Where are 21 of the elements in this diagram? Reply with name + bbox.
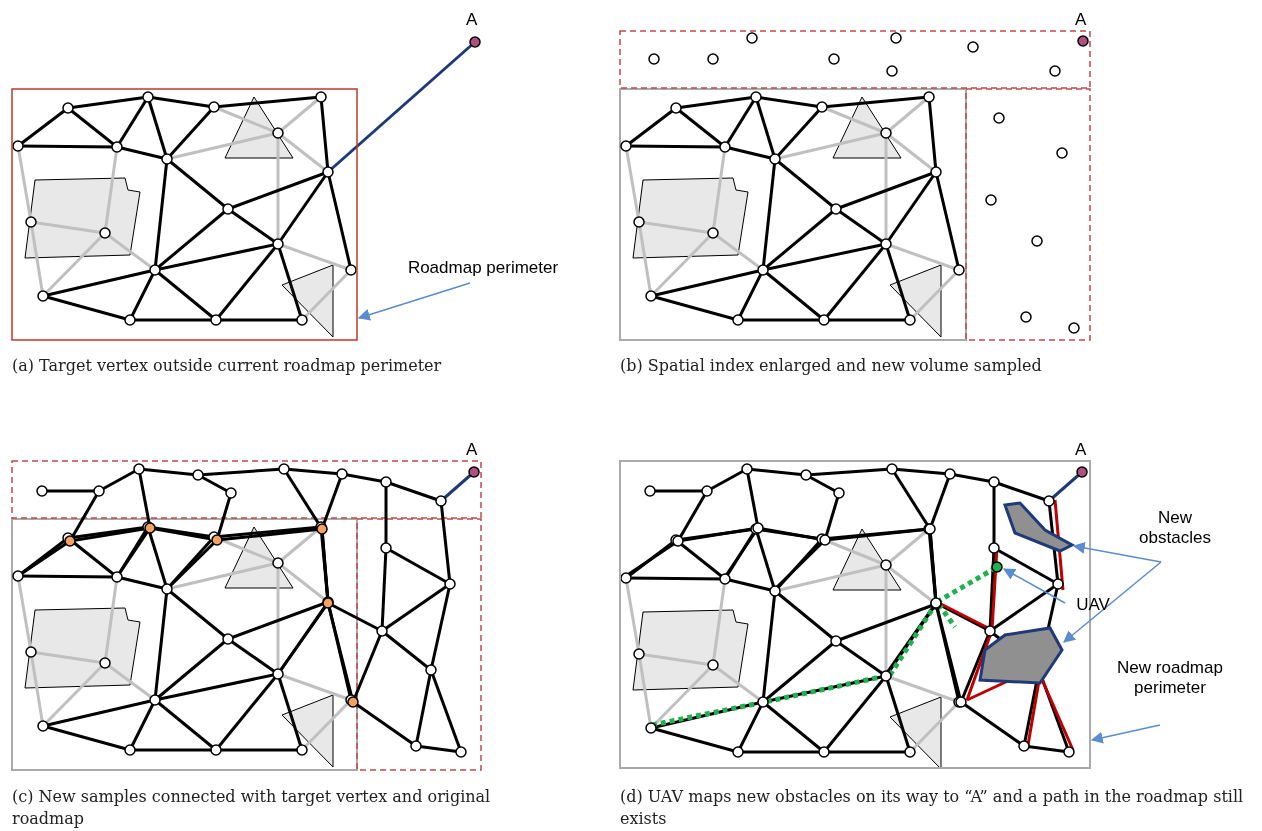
uav-marker	[991, 561, 1003, 573]
vertex-label: A	[1075, 10, 1087, 30]
leader-arrow	[357, 282, 471, 321]
caption: (b) Spatial index enlarged and new volume sampled	[620, 355, 1043, 377]
obstacle-shape	[1002, 501, 1076, 553]
callout-label: New obstacles	[1125, 508, 1225, 548]
callout-label: Roadmap perimeter	[383, 258, 583, 278]
leader-arrow	[1090, 724, 1161, 744]
vertex-label: A	[1075, 440, 1087, 460]
leader-arrow	[1002, 568, 1066, 604]
leader-arrow	[1072, 542, 1162, 563]
obstacle-shape	[978, 626, 1064, 685]
caption: (c) New samples connected with target vertex and original roadmap	[12, 786, 492, 830]
callout-label: New roadmap perimeter	[1105, 658, 1235, 698]
callout-label: UAV	[1068, 595, 1118, 615]
vertex-label: A	[466, 440, 478, 460]
leader-arrow	[1063, 561, 1162, 643]
perimeter-rectangle	[11, 88, 358, 341]
vertex-label: A	[466, 10, 478, 30]
caption: (a) Target vertex outside current roadmap perimeter	[12, 355, 443, 377]
caption: (d) UAV maps new obstacles on its way to “A” and a path in the roadmap still exists	[620, 786, 1245, 830]
